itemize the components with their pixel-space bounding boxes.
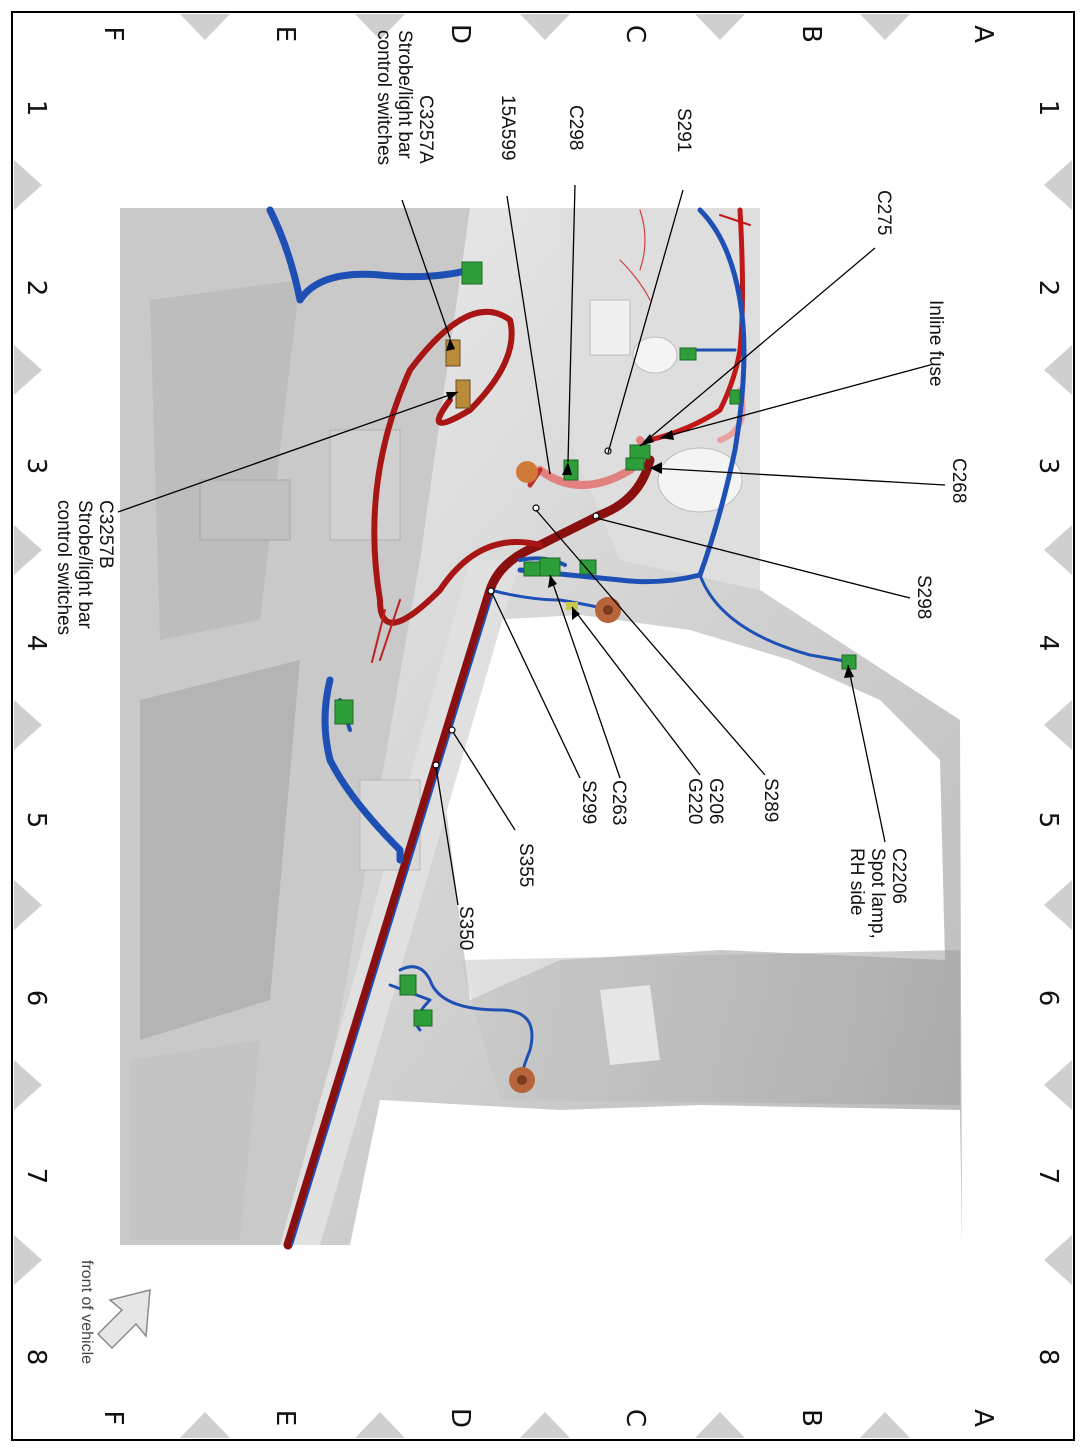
grid-number-6-right: 6 bbox=[1033, 990, 1063, 1007]
ground-g220 bbox=[566, 602, 578, 610]
front-arrow-icon bbox=[96, 1289, 151, 1350]
grid-letter-d-top: D bbox=[445, 24, 475, 44]
label-g206-g220: G206 G220 bbox=[684, 778, 726, 824]
vehicle-structure bbox=[120, 208, 962, 1245]
label-c298: C298 bbox=[565, 105, 586, 150]
grid-letter-b-top: B bbox=[796, 25, 826, 43]
label-c3257b-line-2: Strobe/light bar bbox=[74, 500, 95, 630]
label-c275: C275 bbox=[873, 190, 894, 235]
label-c3257a-line-3: control switches bbox=[373, 30, 394, 165]
grid-letter-e-top: E bbox=[270, 26, 300, 42]
callout-labels: C275 Inline fuse C268 S298 C2206 Spot la… bbox=[53, 30, 969, 950]
label-c2206-line-2: Spot lamp, bbox=[867, 848, 888, 939]
front-of-vehicle-label: front of vehicle bbox=[78, 1260, 95, 1364]
grid-letter-e-bottom: E bbox=[270, 1410, 300, 1426]
grid-letter-b-bottom: B bbox=[796, 1409, 826, 1427]
blue-harness-body bbox=[517, 207, 747, 585]
label-c2206-line-1: C2206 bbox=[888, 848, 909, 904]
strobe-switch-harness bbox=[371, 308, 543, 626]
grid-number-3-right: 3 bbox=[1033, 458, 1063, 475]
grid-number-5-left: 5 bbox=[21, 812, 51, 829]
border-triangles bbox=[14, 14, 1072, 1438]
leader-lines bbox=[117, 184, 946, 906]
blue-harness-pillar bbox=[398, 965, 534, 1082]
grid-letters-top: A B C D E F bbox=[98, 24, 998, 44]
grid-letter-a-bottom: A bbox=[968, 1409, 998, 1427]
grid-number-4-right: 4 bbox=[1033, 635, 1063, 652]
label-c3257b: C3257B Strobe/light bar control switches bbox=[53, 500, 116, 635]
label-s299: S299 bbox=[578, 780, 599, 824]
label-s291: S291 bbox=[673, 108, 694, 152]
grid-number-2-right: 2 bbox=[1033, 280, 1063, 297]
label-c3257a: C3257A Strobe/light bar control switches bbox=[373, 30, 436, 165]
grid-letter-d-bottom: D bbox=[445, 1408, 475, 1428]
grid-number-4-left: 4 bbox=[21, 635, 51, 652]
ground-points bbox=[509, 461, 621, 1093]
grid-number-5-right: 5 bbox=[1033, 812, 1063, 829]
label-c3257b-line-3: control switches bbox=[53, 500, 74, 635]
label-s298: S298 bbox=[913, 575, 934, 619]
grid-number-1-left: 1 bbox=[21, 100, 51, 117]
label-g220: G220 bbox=[684, 778, 705, 824]
grid-letter-c-bottom: C bbox=[620, 1409, 650, 1427]
arrowheads bbox=[446, 338, 854, 678]
label-15a599: 15A599 bbox=[497, 95, 518, 161]
grid-letter-c-top: C bbox=[620, 25, 650, 43]
label-s350: S350 bbox=[455, 906, 476, 950]
connectors bbox=[334, 261, 857, 1027]
grid-number-7-right: 7 bbox=[1033, 1168, 1063, 1185]
label-g206: G206 bbox=[705, 778, 726, 824]
connector-c275 bbox=[629, 444, 651, 460]
door-opening-front bbox=[440, 615, 945, 1000]
connector-c263 bbox=[539, 557, 561, 577]
grid-number-1-right: 1 bbox=[1033, 100, 1063, 117]
grid-number-7-left: 7 bbox=[21, 1168, 51, 1185]
grid-letter-f-top: F bbox=[98, 27, 128, 42]
front-of-vehicle-indicator: front of vehicle bbox=[78, 1260, 151, 1364]
label-s289: S289 bbox=[760, 778, 781, 822]
door-opening-rear bbox=[350, 1100, 962, 1245]
label-c3257a-line-2: Strobe/light bar bbox=[394, 30, 415, 160]
grid-number-3-left: 3 bbox=[21, 458, 51, 475]
grid-numbers-left: 1 2 3 4 5 6 7 8 bbox=[21, 100, 51, 1366]
label-c2206: C2206 Spot lamp, RH side bbox=[846, 848, 909, 939]
label-c263: C263 bbox=[608, 780, 629, 825]
grid-letters-bottom: A B C D E F bbox=[98, 1408, 998, 1428]
grid-number-8-right: 8 bbox=[1033, 1349, 1063, 1366]
label-c3257b-line-1: C3257B bbox=[95, 500, 116, 569]
label-s355: S355 bbox=[515, 843, 536, 887]
grid-numbers-right: 1 2 3 4 5 6 7 8 bbox=[1033, 100, 1063, 1366]
label-c3257a-line-1: C3257A bbox=[415, 95, 436, 164]
grid-letter-a-top: A bbox=[968, 25, 998, 43]
grid-number-8-left: 8 bbox=[21, 1349, 51, 1366]
connector-c268 bbox=[625, 457, 645, 471]
grid-number-6-left: 6 bbox=[21, 990, 51, 1007]
blue-harness-dash bbox=[266, 206, 474, 304]
grid-number-2-left: 2 bbox=[21, 280, 51, 297]
label-c268: C268 bbox=[948, 458, 969, 503]
grid-letter-f-bottom: F bbox=[98, 1411, 128, 1426]
label-inline-fuse: Inline fuse bbox=[925, 300, 946, 387]
label-c2206-line-3: RH side bbox=[846, 848, 867, 916]
